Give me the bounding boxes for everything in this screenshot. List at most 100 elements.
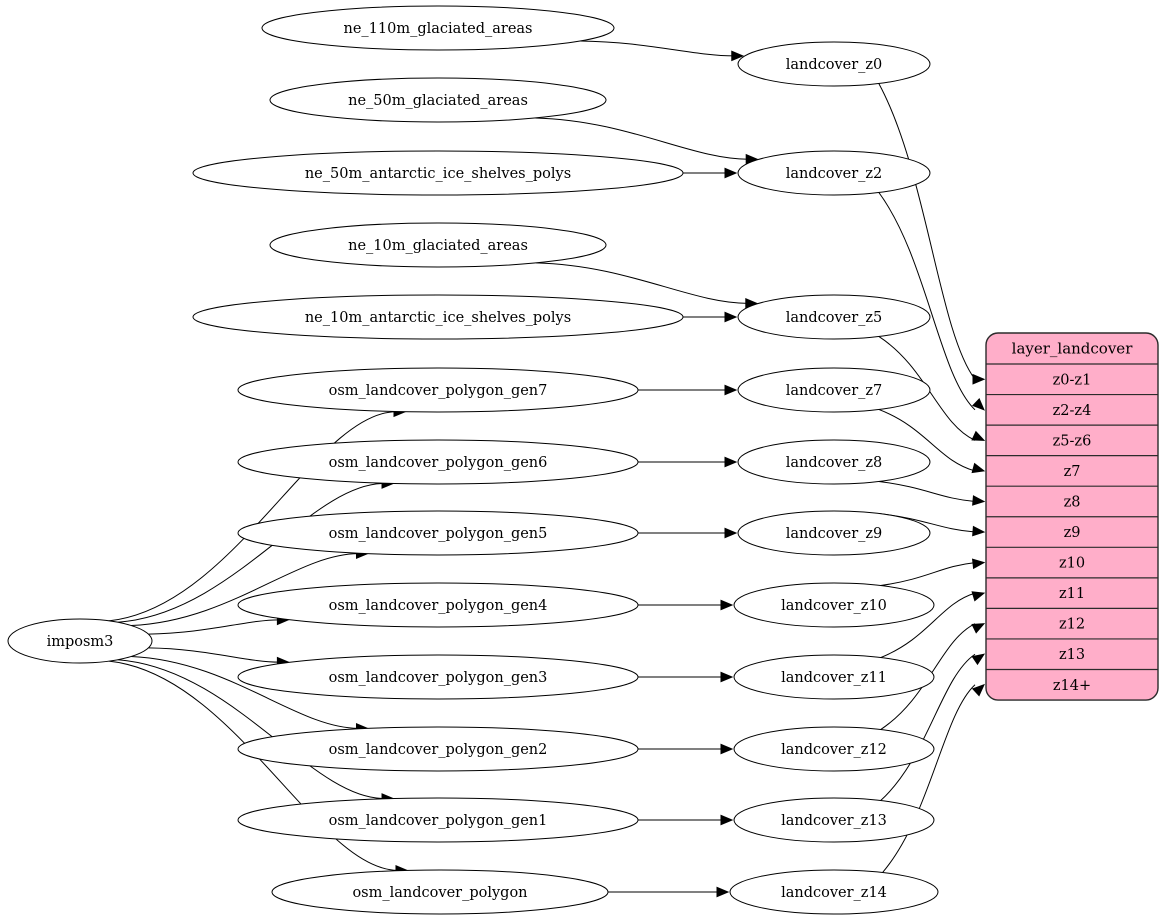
edge-arrowhead (971, 623, 986, 634)
table-row[interactable]: z2-z4 (1053, 403, 1092, 419)
edge-line (117, 482, 385, 623)
edge-osm_landcover_polygon_gen7-to-landcover_z7 (638, 384, 738, 396)
node-label-ne_10m_antarctic_ice_shelves_polys: ne_10m_antarctic_ice_shelves_polys (305, 310, 571, 326)
node-shape-landcover_z5 (737, 294, 931, 340)
node-label-landcover_z13: landcover_z13 (781, 813, 887, 829)
table-layer: layer_landcover z0-z1 z2-z4 z5-z6 z7 z8 z9 z10 z… (985, 332, 1159, 701)
edge-arrowhead (971, 653, 986, 666)
edge-arrowhead (972, 525, 986, 537)
table-row[interactable]: z10 (1059, 556, 1085, 572)
node-osm_landcover_polygon[interactable]: osm_landcover_polygon (271, 869, 609, 915)
node-label-landcover_z5: landcover_z5 (786, 310, 883, 326)
node-osm_landcover_polygon_gen7[interactable]: osm_landcover_polygon_gen7 (237, 367, 639, 413)
edge-landcover_z13-to-table-row-9 (880, 653, 986, 801)
node-osm_landcover_polygon_gen2[interactable]: osm_landcover_polygon_gen2 (237, 726, 639, 772)
node-osm_landcover_polygon_gen3[interactable]: osm_landcover_polygon_gen3 (237, 654, 639, 700)
edge-line (131, 553, 359, 627)
node-landcover_z13[interactable]: landcover_z13 (733, 797, 935, 843)
node-ne_50m_antarctic_ice_shelves_polys[interactable]: ne_50m_antarctic_ice_shelves_polys (192, 150, 684, 196)
edge-arrowhead (720, 671, 734, 683)
node-label-landcover_z12: landcover_z12 (781, 742, 887, 758)
node-shape-landcover_z14 (729, 869, 939, 915)
table-row[interactable]: z11 (1059, 586, 1085, 602)
edge-osm_landcover_polygon_gen3-to-landcover_z11 (638, 671, 734, 683)
node-ne_110m_glaciated_areas[interactable]: ne_110m_glaciated_areas (261, 5, 615, 51)
table-row[interactable]: z9 (1064, 525, 1081, 541)
node-landcover_z5[interactable]: landcover_z5 (737, 294, 931, 340)
node-landcover_z8[interactable]: landcover_z8 (737, 439, 931, 485)
node-label-imposm3: imposm3 (47, 634, 114, 650)
table-row[interactable]: z12 (1059, 617, 1085, 633)
node-osm_landcover_polygon_gen6[interactable]: osm_landcover_polygon_gen6 (237, 439, 639, 485)
node-label-osm_landcover_polygon_gen4: osm_landcover_polygon_gen4 (329, 598, 548, 614)
edge-line (880, 653, 976, 801)
node-shape-osm_landcover_polygon_gen4 (237, 582, 639, 628)
node-landcover_z10[interactable]: landcover_z10 (733, 582, 935, 628)
edge-landcover_z8-to-table-row-4 (878, 480, 986, 506)
edge-line (535, 117, 749, 160)
node-shape-osm_landcover_polygon_gen6 (237, 439, 639, 485)
table-row-label-z5-z6: z5-z6 (1053, 433, 1092, 449)
table-row[interactable]: z0-z1 (1053, 372, 1092, 388)
edge-arrowhead (972, 373, 986, 385)
edge-arrowhead (971, 398, 985, 411)
node-osm_landcover_polygon_gen1[interactable]: osm_landcover_polygon_gen1 (237, 797, 639, 843)
edge-line (880, 562, 976, 587)
node-shape-landcover_z11 (733, 654, 935, 700)
edge-line (148, 619, 280, 635)
node-label-landcover_z14: landcover_z14 (781, 885, 887, 901)
edge-arrowhead (731, 50, 745, 62)
node-landcover_z14[interactable]: landcover_z14 (729, 869, 939, 915)
node-shape-ne_110m_glaciated_areas (261, 5, 615, 51)
table-row[interactable]: z5-z6 (1053, 433, 1092, 449)
node-shape-osm_landcover_polygon (271, 869, 609, 915)
node-shape-landcover_z10 (733, 582, 935, 628)
edge-line (880, 623, 976, 730)
node-label-ne_50m_glaciated_areas: ne_50m_glaciated_areas (348, 93, 528, 109)
edge-line (878, 83, 976, 380)
node-landcover_z12[interactable]: landcover_z12 (733, 726, 935, 772)
edge-landcover_z5-to-table-row-2 (878, 336, 986, 441)
node-osm_landcover_polygon_gen5[interactable]: osm_landcover_polygon_gen5 (237, 510, 639, 556)
node-landcover_z2[interactable]: landcover_z2 (737, 150, 931, 196)
node-label-osm_landcover_polygon_gen7: osm_landcover_polygon_gen7 (329, 383, 548, 399)
node-imposm3[interactable]: imposm3 (7, 618, 153, 664)
table-row[interactable]: z7 (1064, 464, 1081, 480)
node-label-osm_landcover_polygon: osm_landcover_polygon (352, 885, 527, 901)
edge-osm_landcover_polygon_gen4-to-landcover_z10 (638, 599, 734, 611)
node-label-landcover_z0: landcover_z0 (786, 57, 883, 73)
edge-landcover_z12-to-table-row-8 (880, 623, 986, 730)
node-osm_landcover_polygon_gen4[interactable]: osm_landcover_polygon_gen4 (237, 582, 639, 628)
edge-line (882, 684, 976, 873)
node-shape-imposm3 (7, 618, 153, 664)
edge-arrowhead (724, 456, 738, 468)
node-ne_10m_glaciated_areas[interactable]: ne_10m_glaciated_areas (269, 222, 607, 268)
node-landcover_z0[interactable]: landcover_z0 (737, 41, 931, 87)
edge-arrowhead (971, 558, 986, 570)
node-label-osm_landcover_polygon_gen6: osm_landcover_polygon_gen6 (329, 455, 548, 471)
node-shape-landcover_z2 (737, 150, 931, 196)
edge-line (878, 480, 976, 502)
edge-line (580, 40, 734, 57)
node-shape-landcover_z0 (737, 41, 931, 87)
node-shape-landcover_z9 (737, 510, 931, 556)
edge-line (108, 660, 398, 871)
table-row[interactable]: z13 (1059, 647, 1085, 663)
table-row[interactable]: z8 (1064, 494, 1081, 510)
edge-line (880, 592, 976, 659)
table-row-label-z7: z7 (1064, 464, 1081, 480)
node-shape-ne_10m_glaciated_areas (269, 222, 607, 268)
edge-line (536, 262, 748, 304)
node-landcover_z7[interactable]: landcover_z7 (737, 367, 931, 413)
table-row-label-z11: z11 (1059, 586, 1085, 602)
node-landcover_z11[interactable]: landcover_z11 (733, 654, 935, 700)
node-shape-osm_landcover_polygon_gen1 (237, 797, 639, 843)
table-row[interactable]: z14+ (1053, 678, 1091, 694)
node-shape-osm_landcover_polygon_gen5 (237, 510, 639, 556)
node-label-landcover_z11: landcover_z11 (781, 670, 887, 686)
node-landcover_z9[interactable]: landcover_z9 (737, 510, 931, 556)
table-header-layer_landcover: layer_landcover (1012, 340, 1134, 358)
node-shape-ne_50m_glaciated_areas (269, 77, 607, 123)
node-ne_10m_antarctic_ice_shelves_polys[interactable]: ne_10m_antarctic_ice_shelves_polys (192, 294, 684, 340)
node-ne_50m_glaciated_areas[interactable]: ne_50m_glaciated_areas (269, 77, 607, 123)
